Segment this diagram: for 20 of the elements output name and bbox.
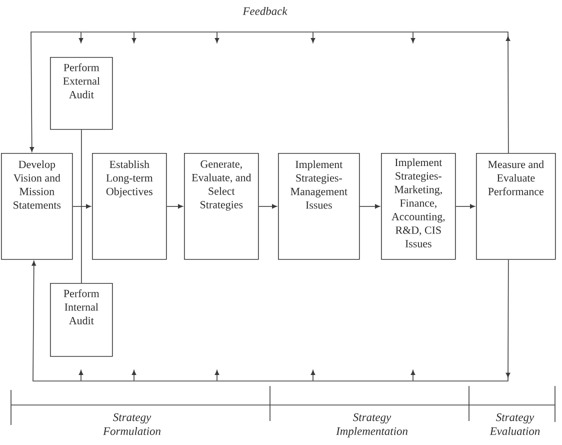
arrow — [258, 204, 277, 209]
process-box: Implement Strategies-Management Issues — [278, 153, 360, 260]
process-box: Measure and Evaluate Performance — [476, 153, 556, 260]
process-box: Develop Vision and Mission Statements — [1, 153, 73, 260]
process-box: Implement Strategies-Marketing, Finance, Accounting, R&D, CIS Issues — [381, 153, 456, 260]
arrow — [455, 204, 475, 209]
process-box: Generate, Evaluate, and Select Strategies — [184, 153, 259, 260]
process-box: Establish Long-term Objectives — [92, 153, 167, 260]
phase-label: Strategy Formulation — [102, 413, 160, 436]
process-box: Perform External Audit — [50, 57, 113, 130]
process-box: Perform Internal Audit — [50, 283, 113, 357]
phase-label: Strategy Evaluation — [490, 413, 540, 436]
edge-label: Feedback — [241, 5, 289, 17]
arrow — [72, 204, 91, 209]
connector-line — [81, 129, 82, 284]
feedback-arrow — [32, 259, 510, 382]
arrow — [359, 204, 380, 209]
feedback-arrow — [30, 32, 510, 154]
phase-label: Strategy Implementation — [336, 413, 408, 438]
arrow — [166, 204, 183, 209]
